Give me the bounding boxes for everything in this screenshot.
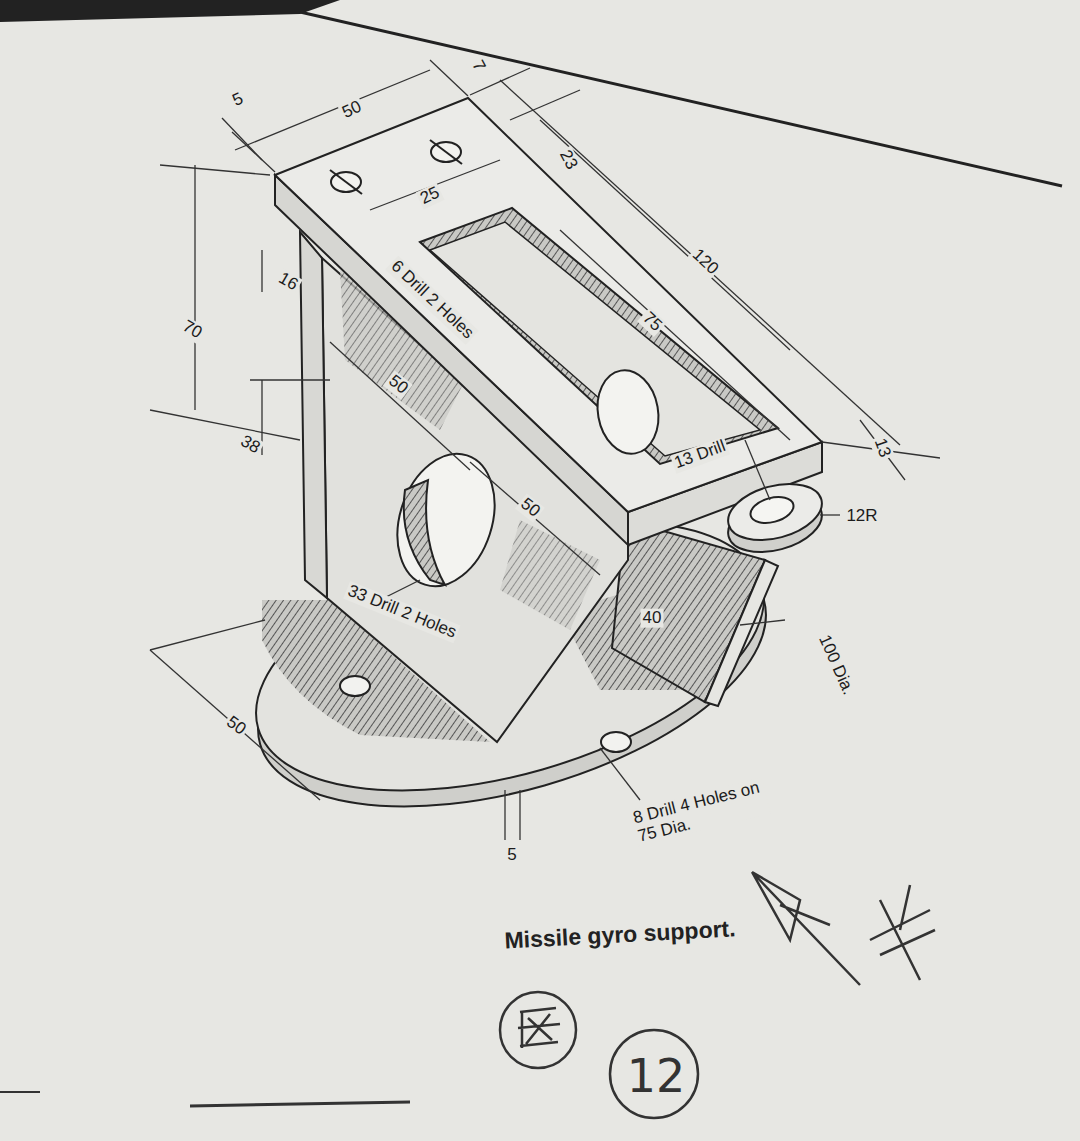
- dimension-label: 8 Drill 4 Holes on 75 Dia.: [629, 777, 770, 846]
- figure-caption: Missile gyro support.: [502, 916, 738, 954]
- dimension-label: 100 Dia.: [814, 630, 858, 699]
- dimension-label: 70: [177, 316, 206, 344]
- handwritten-number: 12: [625, 1051, 688, 1102]
- dimension-label: 120: [687, 244, 723, 280]
- dimension-label: 12R: [844, 507, 879, 526]
- dimension-label: 5: [228, 89, 248, 112]
- dimension-label: 7: [467, 56, 490, 77]
- dimension-label: 50: [338, 97, 367, 124]
- dimension-label: 13: [869, 434, 894, 462]
- dimension-label: 23: [554, 145, 581, 174]
- dimension-label: 5: [505, 846, 518, 865]
- dimension-label: 40: [641, 609, 664, 628]
- dimension-label: 16: [273, 268, 302, 296]
- dimension-label: 38: [235, 431, 264, 459]
